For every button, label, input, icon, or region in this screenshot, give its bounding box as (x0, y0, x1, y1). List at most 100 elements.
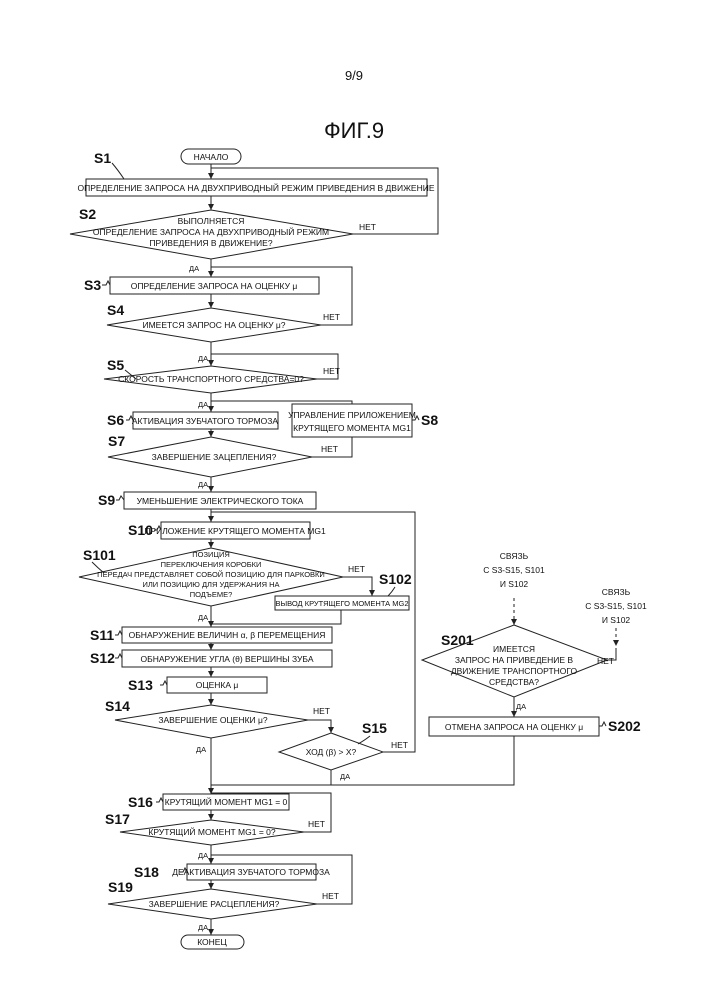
start-terminal: НАЧАЛО (181, 149, 241, 164)
svg-text:ОПРЕДЕЛЕНИЕ ЗАПРОСА НА ОЦЕНКУ: ОПРЕДЕЛЕНИЕ ЗАПРОСА НА ОЦЕНКУ μ (131, 281, 298, 291)
page-number: 9/9 (345, 68, 363, 83)
svg-text:ДА: ДА (198, 400, 208, 409)
decision-s7: ЗАВЕРШЕНИЕ ЗАЦЕПЛЕНИЯ? S7 НЕТ ДА (108, 433, 338, 489)
svg-text:ДА: ДА (196, 745, 206, 754)
svg-text:ИЛИ ПОЗИЦИЮ ДЛЯ УДЕРЖАНИЯ НА: ИЛИ ПОЗИЦИЮ ДЛЯ УДЕРЖАНИЯ НА (142, 580, 279, 589)
svg-text:КРУТЯЩИЙ МОМЕНТ MG1 = 0: КРУТЯЩИЙ МОМЕНТ MG1 = 0 (165, 796, 288, 807)
svg-text:ОПРЕДЕЛЕНИЕ ЗАПРОСА НА ДВУХПРИ: ОПРЕДЕЛЕНИЕ ЗАПРОСА НА ДВУХПРИВОДНЫЙ РЕЖ… (77, 182, 434, 193)
svg-text:ДВИЖЕНИЕ ТРАНСПОРТНОГО: ДВИЖЕНИЕ ТРАНСПОРТНОГО (451, 666, 578, 676)
svg-text:НЕТ: НЕТ (323, 366, 340, 376)
svg-text:ОПРЕДЕЛЕНИЕ ЗАПРОСА НА ДВУХПРИ: ОПРЕДЕЛЕНИЕ ЗАПРОСА НА ДВУХПРИВОДНЫЙ РЕЖ… (93, 226, 329, 237)
svg-text:ОБНАРУЖЕНИЕ УГЛА (θ) ВЕРШИНЫ З: ОБНАРУЖЕНИЕ УГЛА (θ) ВЕРШИНЫ ЗУБА (141, 654, 314, 664)
svg-text:S1: S1 (94, 150, 111, 166)
decision-s201: ИМЕЕТСЯ ЗАПРОС НА ПРИВЕДЕНИЕ В ДВИЖЕНИЕ … (422, 625, 614, 711)
svg-text:S11: S11 (90, 627, 114, 643)
svg-text:ИМЕЕТСЯ: ИМЕЕТСЯ (493, 644, 535, 654)
svg-text:S201: S201 (441, 632, 474, 648)
svg-text:S18: S18 (134, 864, 159, 880)
step-s1: ОПРЕДЕЛЕНИЕ ЗАПРОСА НА ДВУХПРИВОДНЫЙ РЕЖ… (77, 150, 434, 196)
svg-text:С S3-S15, S101: С S3-S15, S101 (483, 565, 545, 575)
svg-text:ПЕРЕДАЧ ПРЕДСТАВЛЯЕТ СОБОЙ ПОЗ: ПЕРЕДАЧ ПРЕДСТАВЛЯЕТ СОБОЙ ПОЗИЦИЮ ДЛЯ П… (97, 570, 325, 579)
svg-text:ПРИВЕДЕНИЯ В ДВИЖЕНИЕ?: ПРИВЕДЕНИЯ В ДВИЖЕНИЕ? (149, 238, 272, 248)
step-s11: ОБНАРУЖЕНИЕ ВЕЛИЧИН α, β ПЕРЕМЕЩЕНИЯ S11 (90, 627, 332, 643)
step-s12: ОБНАРУЖЕНИЕ УГЛА (θ) ВЕРШИНЫ ЗУБА S12 (90, 650, 332, 667)
svg-text:S14: S14 (105, 698, 130, 714)
svg-text:S8: S8 (421, 412, 438, 428)
svg-text:S3: S3 (84, 277, 101, 293)
svg-text:ДА: ДА (516, 702, 526, 711)
svg-text:НАЧАЛО: НАЧАЛО (194, 152, 229, 162)
svg-text:ПРИЛОЖЕНИЕ КРУТЯЩЕГО МОМЕНТА M: ПРИЛОЖЕНИЕ КРУТЯЩЕГО МОМЕНТА MG1 (144, 526, 326, 536)
svg-text:С S3-S15, S101: С S3-S15, S101 (585, 601, 647, 611)
decision-s101: ПОЗИЦИЯ ПЕРЕКЛЮЧЕНИЯ КОРОБКИ ПЕРЕДАЧ ПРЕ… (79, 547, 365, 622)
svg-text:СКОРОСТЬ ТРАНСПОРТНОГО СРЕДСТВ: СКОРОСТЬ ТРАНСПОРТНОГО СРЕДСТВА=0? (118, 374, 304, 384)
svg-text:СВЯЗЬ: СВЯЗЬ (500, 551, 529, 561)
svg-text:ДА: ДА (198, 354, 208, 363)
svg-text:НЕТ: НЕТ (348, 564, 365, 574)
step-s18: ДЕАКТИВАЦИЯ ЗУБЧАТОГО ТОРМОЗА S18 (134, 864, 330, 880)
svg-text:S19: S19 (108, 879, 133, 895)
svg-text:УМЕНЬШЕНИЕ ЭЛЕКТРИЧЕСКОГО ТОКА: УМЕНЬШЕНИЕ ЭЛЕКТРИЧЕСКОГО ТОКА (137, 496, 304, 506)
svg-text:ДА: ДА (198, 613, 208, 622)
svg-text:ДА: ДА (198, 480, 208, 489)
decision-s15: ХОД (β) > X? S15 НЕТ ДА (279, 720, 408, 781)
step-s9: УМЕНЬШЕНИЕ ЭЛЕКТРИЧЕСКОГО ТОКА S9 (98, 492, 316, 509)
figure-title: ФИГ.9 (324, 118, 384, 143)
svg-text:ЗАВЕРШЕНИЕ ОЦЕНКИ μ?: ЗАВЕРШЕНИЕ ОЦЕНКИ μ? (158, 715, 268, 725)
svg-text:S4: S4 (107, 302, 124, 318)
svg-text:S17: S17 (105, 811, 130, 827)
connector-left: СВЯЗЬ С S3-S15, S101 И S102 (483, 551, 545, 589)
end-terminal: КОНЕЦ (181, 935, 244, 949)
svg-text:КРУТЯЩЕГО МОМЕНТА MG1: КРУТЯЩЕГО МОМЕНТА MG1 (293, 423, 411, 433)
svg-text:S6: S6 (107, 412, 124, 428)
svg-text:ДЕАКТИВАЦИЯ ЗУБЧАТОГО ТОРМОЗА: ДЕАКТИВАЦИЯ ЗУБЧАТОГО ТОРМОЗА (172, 867, 330, 877)
svg-text:S13: S13 (128, 677, 153, 693)
svg-text:ХОД (β) > X?: ХОД (β) > X? (306, 747, 357, 757)
svg-text:ДА: ДА (340, 772, 350, 781)
svg-text:S5: S5 (107, 357, 124, 373)
decision-s19: ЗАВЕРШЕНИЕ РАСЦЕПЛЕНИЯ? S19 НЕТ ДА (108, 879, 339, 932)
step-s3: ОПРЕДЕЛЕНИЕ ЗАПРОСА НА ОЦЕНКУ μ S3 (84, 277, 319, 294)
svg-text:ИМЕЕТСЯ ЗАПРОС НА ОЦЕНКУ μ?: ИМЕЕТСЯ ЗАПРОС НА ОЦЕНКУ μ? (142, 320, 285, 330)
svg-text:S12: S12 (90, 650, 115, 666)
svg-text:ВЫВОД КРУТЯЩЕГО МОМЕНТА MG2: ВЫВОД КРУТЯЩЕГО МОМЕНТА MG2 (275, 599, 408, 608)
svg-text:ОЦЕНКА μ: ОЦЕНКА μ (196, 680, 239, 690)
svg-text:ДА: ДА (198, 851, 208, 860)
svg-text:S2: S2 (79, 206, 96, 222)
svg-text:ПОДЪЕМЕ?: ПОДЪЕМЕ? (190, 590, 233, 599)
svg-text:ОБНАРУЖЕНИЕ ВЕЛИЧИН α, β ПЕРЕМ: ОБНАРУЖЕНИЕ ВЕЛИЧИН α, β ПЕРЕМЕЩЕНИЯ (129, 630, 326, 640)
svg-text:S9: S9 (98, 492, 115, 508)
svg-text:НЕТ: НЕТ (313, 706, 330, 716)
svg-text:ОТМЕНА ЗАПРОСА НА ОЦЕНКУ μ: ОТМЕНА ЗАПРОСА НА ОЦЕНКУ μ (445, 722, 583, 732)
svg-text:S15: S15 (362, 720, 387, 736)
svg-text:КРУТЯЩИЙ МОМЕНТ MG1 = 0?: КРУТЯЩИЙ МОМЕНТ MG1 = 0? (148, 826, 275, 837)
svg-text:S101: S101 (83, 547, 116, 563)
step-s10: ПРИЛОЖЕНИЕ КРУТЯЩЕГО МОМЕНТА MG1 S10 (128, 522, 326, 539)
svg-text:ДА: ДА (189, 264, 199, 273)
svg-text:ВЫПОЛНЯЕТСЯ: ВЫПОЛНЯЕТСЯ (178, 216, 245, 226)
step-s13: ОЦЕНКА μ S13 (128, 677, 267, 693)
svg-text:S7: S7 (108, 433, 125, 449)
svg-text:УПРАВЛЕНИЕ ПРИЛОЖЕНИЕМ: УПРАВЛЕНИЕ ПРИЛОЖЕНИЕМ (288, 410, 416, 420)
svg-text:S10: S10 (128, 522, 153, 538)
svg-text:S202: S202 (608, 718, 641, 734)
svg-text:S102: S102 (379, 571, 412, 587)
svg-text:ЗАПРОС НА ПРИВЕДЕНИЕ В: ЗАПРОС НА ПРИВЕДЕНИЕ В (455, 655, 574, 665)
svg-text:НЕТ: НЕТ (597, 656, 614, 666)
svg-text:ПЕРЕКЛЮЧЕНИЯ КОРОБКИ: ПЕРЕКЛЮЧЕНИЯ КОРОБКИ (161, 560, 262, 569)
svg-text:НЕТ: НЕТ (391, 740, 408, 750)
decision-s2: ВЫПОЛНЯЕТСЯ ОПРЕДЕЛЕНИЕ ЗАПРОСА НА ДВУХП… (70, 206, 376, 273)
svg-text:И S102: И S102 (602, 615, 631, 625)
svg-text:НЕТ: НЕТ (321, 444, 338, 454)
step-s6: АКТИВАЦИЯ ЗУБЧАТОГО ТОРМОЗА S6 (107, 412, 278, 429)
svg-text:НЕТ: НЕТ (323, 312, 340, 322)
connector-right: СВЯЗЬ С S3-S15, S101 И S102 (585, 587, 647, 625)
svg-text:СРЕДСТВА?: СРЕДСТВА? (489, 677, 539, 687)
svg-text:ЗАВЕРШЕНИЕ ЗАЦЕПЛЕНИЯ?: ЗАВЕРШЕНИЕ ЗАЦЕПЛЕНИЯ? (152, 452, 277, 462)
svg-text:АКТИВАЦИЯ ЗУБЧАТОГО ТОРМОЗА: АКТИВАЦИЯ ЗУБЧАТОГО ТОРМОЗА (132, 416, 279, 426)
svg-text:ДА: ДА (198, 923, 208, 932)
svg-text:S16: S16 (128, 794, 153, 810)
decision-s17: КРУТЯЩИЙ МОМЕНТ MG1 = 0? S17 НЕТ ДА (105, 811, 325, 860)
